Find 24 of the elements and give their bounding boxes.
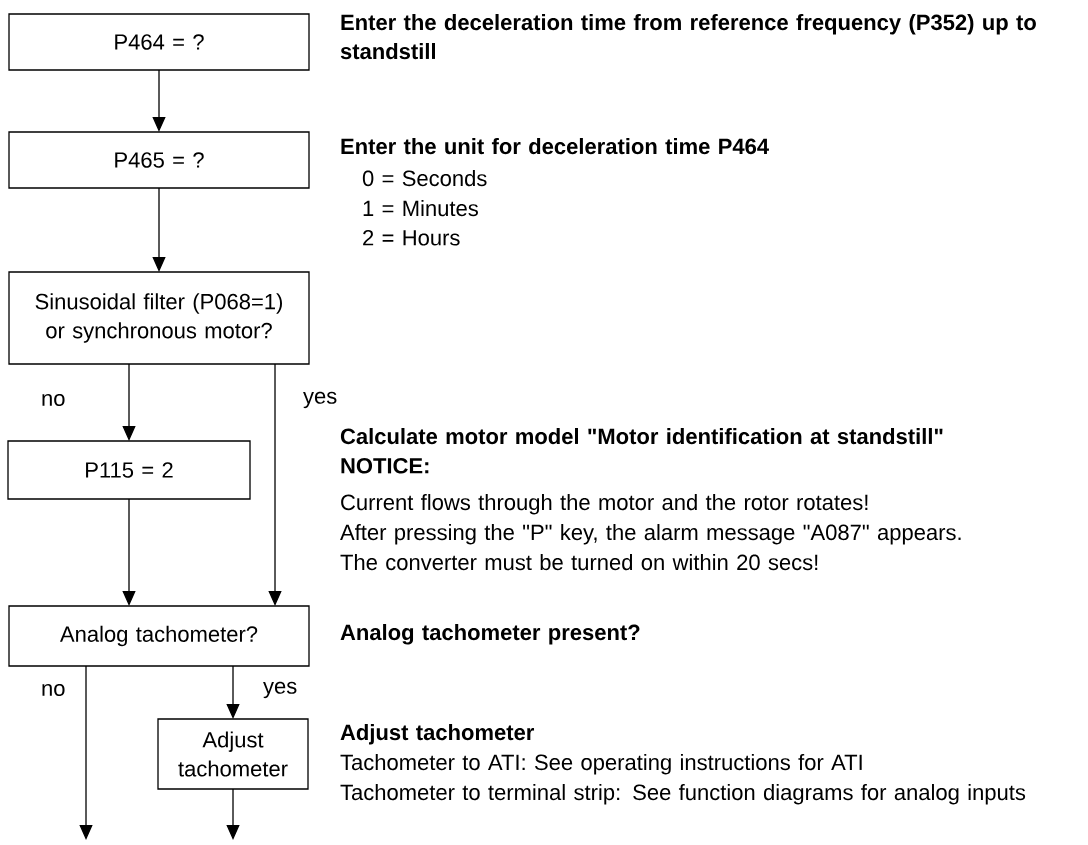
edge-label: no (40, 392, 67, 407)
note-text: Tachometer to ATI: See operating instructions for ATI (340, 754, 862, 775)
process-box: Sinusoidal filter (P068=1) or synchronous motor? (8, 271, 310, 365)
edge-label: yes (262, 680, 299, 700)
note-text: Enter the deceleration time from reference frequency (P352) up to standstill (340, 14, 1036, 60)
note-text: 2 = Hours (363, 230, 460, 246)
note-text: Analog tachometer present? (340, 624, 640, 645)
process-box: Adjust tachometer (157, 718, 309, 790)
note-text: The converter must be turned on within 20 secs! (340, 554, 818, 571)
edge-label: no (40, 682, 67, 697)
process-box: Analog tachometer? (8, 605, 310, 667)
note-text: Adjust tachometer (340, 724, 535, 745)
note-text: 1 = Minutes (363, 200, 478, 217)
note-text: Current flows through the motor and the rotor rotates! (341, 494, 868, 515)
edge-label: yes (302, 390, 339, 410)
note-text: Calculate motor model "Motor identification at standstill" (340, 428, 943, 445)
note-text: NOTICE: (341, 458, 429, 474)
process-box: P465 = ? (8, 131, 310, 189)
note-text: 0 = Seconds (362, 170, 487, 187)
process-box: P464 = ? (8, 13, 310, 71)
note-text: Enter the unit for deceleration time P464 (341, 138, 769, 155)
process-box: P115 = 2 (7, 440, 251, 500)
note-text: Tachometer to terminal strip: See function diagrams for analog inputs (340, 784, 1026, 805)
note-text: After pressing the "P" key, the alarm message "A087" appears. (340, 524, 961, 545)
